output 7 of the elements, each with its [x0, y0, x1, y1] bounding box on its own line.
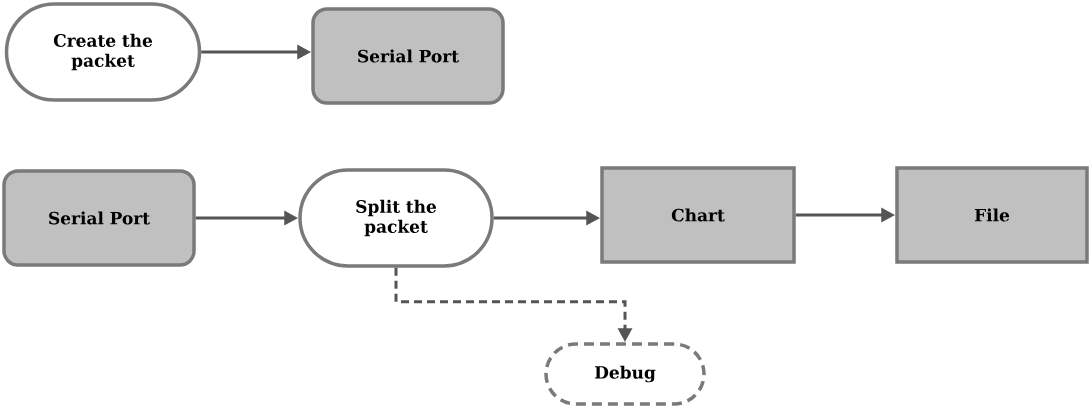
- process-box: File: [895, 166, 1089, 264]
- process-box: Create the packet: [4, 2, 202, 102]
- rounded-box: Serial Port: [311, 7, 505, 105]
- rounded-box: Serial Port: [2, 169, 196, 267]
- process-box: Chart: [600, 166, 796, 264]
- process-box: Split the packet: [298, 168, 494, 268]
- process-box: Debug: [544, 342, 706, 406]
